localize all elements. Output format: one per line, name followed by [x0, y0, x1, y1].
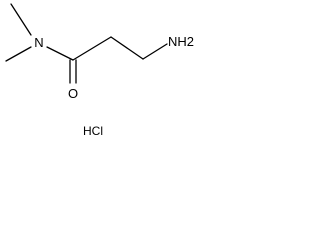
bond-n-carbonyl	[46, 46, 74, 61]
bond-n-methyl-lower	[5, 46, 32, 62]
bond-n-methyl-upper	[10, 3, 32, 36]
molecule-structure: N O NH2 HCl	[5, 3, 194, 138]
carbonyl-oxygen-label: O	[68, 86, 78, 101]
structure-canvas: N O NH2 HCl	[0, 0, 201, 147]
amide-nitrogen-label: N	[34, 35, 43, 50]
bond-beta-amine	[142, 43, 168, 60]
bond-alpha-beta	[110, 36, 144, 60]
bond-carbonyl-alpha	[72, 36, 112, 61]
amine-group-label: NH2	[168, 34, 194, 49]
hydrochloride-label: HCl	[83, 124, 103, 138]
